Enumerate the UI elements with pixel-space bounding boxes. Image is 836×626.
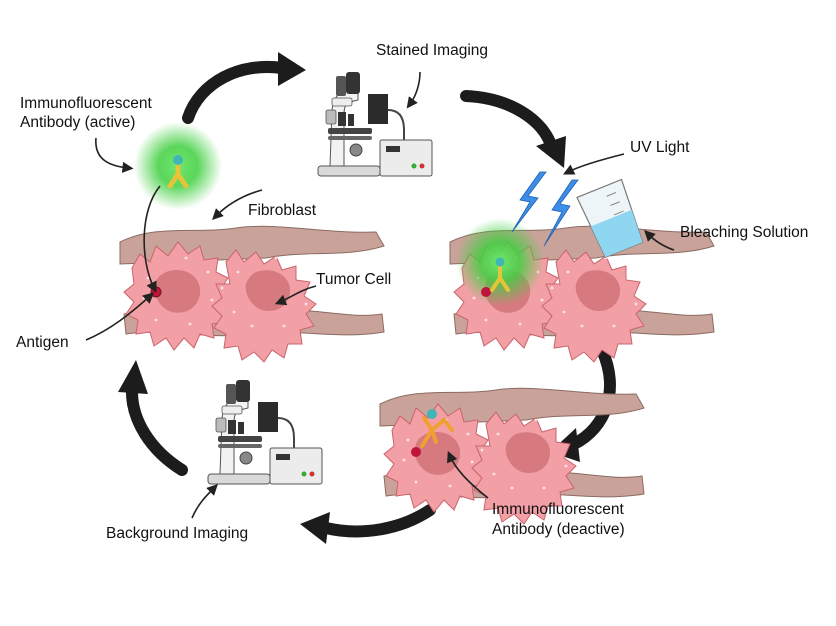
label-background-imaging: Background Imaging — [106, 525, 248, 542]
cycle-arrow-bottom — [320, 504, 436, 538]
label-stained-imaging: Stained Imaging — [376, 42, 488, 59]
antibody-icon — [411, 409, 454, 457]
label-immuno-active-1: Immunofluorescent — [20, 95, 153, 112]
label-bleaching-solution: Bleaching Solution — [680, 224, 808, 241]
label-fibroblast: Fibroblast — [248, 202, 317, 219]
uv-light-icon — [511, 171, 579, 247]
cycle-arrow-left — [126, 386, 188, 476]
label-tumor-cell: Tumor Cell — [316, 271, 391, 288]
label-antigen: Antigen — [16, 334, 69, 351]
microscope-icon — [317, 71, 433, 177]
label-uv-light: UV Light — [630, 139, 690, 156]
label-immuno-active-2: Antibody (active) — [20, 114, 135, 131]
beaker-icon — [576, 178, 644, 258]
cycle-arrow-top-right — [460, 90, 558, 154]
label-immuno-deactive-2: Antibody (deactive) — [492, 521, 625, 538]
antigen-icon — [150, 286, 162, 298]
microscope-icon — [207, 379, 323, 485]
label-immuno-deactive-1: Immunofluorescent — [492, 501, 625, 518]
antibody-icon — [134, 122, 222, 210]
cycle-arrow-top-left — [182, 61, 288, 124]
antibody-icon — [456, 218, 544, 306]
